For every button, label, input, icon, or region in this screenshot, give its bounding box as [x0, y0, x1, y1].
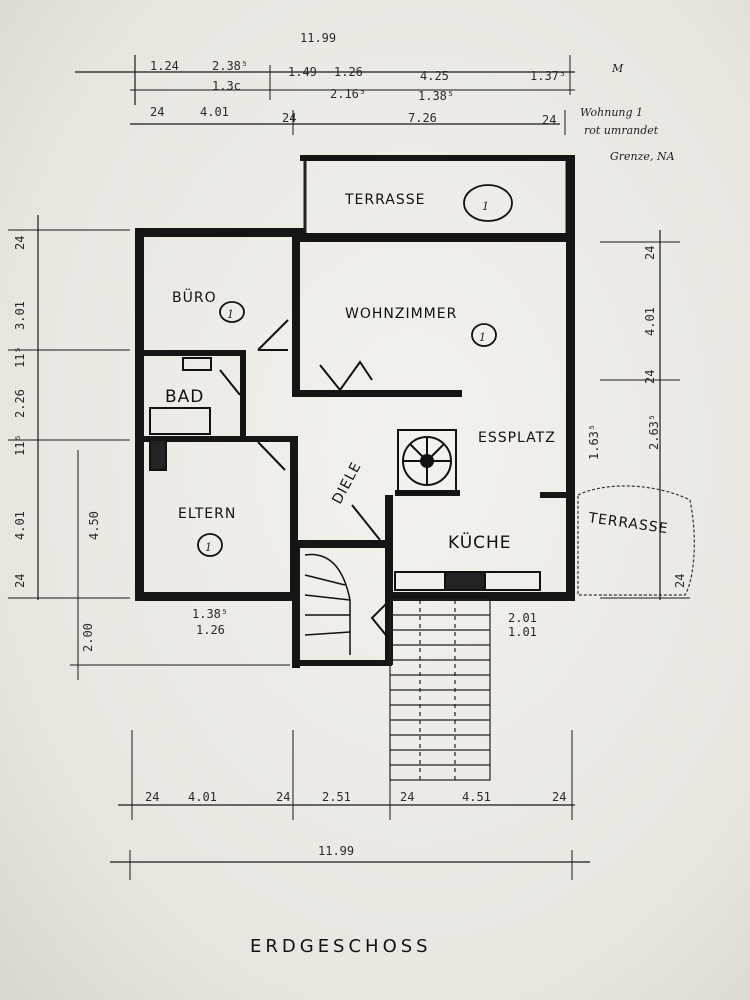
terrace-label: TERRASSE: [344, 192, 425, 208]
note-line-2: rot umrandet: [584, 124, 659, 137]
inner-dim-4: 1.01: [508, 625, 537, 639]
dim-bottom-overall: 11.99: [318, 844, 354, 858]
interior-stair: [304, 553, 351, 655]
dim-bottom-1: 24: [145, 790, 159, 804]
dim-top-r2-1: 24: [150, 105, 164, 119]
dim-left-5: 11⁵: [13, 434, 27, 456]
top-overall-dim: 11.99: [300, 31, 336, 45]
eltern-unit-marker: [197, 533, 223, 557]
doors-fixtures: [149, 319, 541, 643]
buero-unit-marker: [219, 301, 245, 323]
inner-dimensions: 1.38⁵ 1.26 2.01 1.01: [192, 607, 537, 639]
dim-bottom-7: 24: [552, 790, 566, 804]
inner-dim-3: 2.01: [508, 611, 537, 625]
corner-signature: M: [611, 62, 624, 75]
dim-left-4: 2.26: [13, 389, 27, 418]
right-dimensions: 24 4.01 24 2.63⁵ 1.63⁵ 24: [587, 230, 690, 600]
buero-unit-number: 1: [227, 308, 234, 321]
bad-label: BAD: [165, 387, 204, 407]
dim-right-2: 4.01: [643, 307, 657, 336]
diele-label: DIELE: [329, 459, 364, 507]
dim-bottom-5: 24: [400, 790, 414, 804]
eltern-label: ELTERN: [178, 506, 236, 522]
wohnzimmer-unit-number: 1: [479, 331, 486, 344]
dim-top-sub-3: 1.38⁵: [418, 89, 454, 103]
walls: [135, 155, 575, 668]
terrace-unit-marker: [463, 184, 513, 222]
wohnzimmer-label: WOHNZIMMER: [345, 306, 457, 322]
dim-top-6: 1.37⁵: [530, 69, 566, 83]
dim-left-outer-1: 4.50: [87, 511, 101, 540]
essplatz-label: ESSPLATZ: [478, 430, 556, 446]
dim-top-3: 1.49: [288, 65, 317, 79]
buero-label: BÜRO: [172, 288, 217, 306]
dim-top-r2-2: 4.01: [200, 105, 229, 119]
buero-door: [257, 319, 289, 351]
dim-top-r2-4: 7.26: [408, 111, 437, 125]
inner-dim-1: 1.38⁵: [192, 607, 228, 621]
washbasin-icon: [182, 357, 212, 371]
dim-bottom-6: 4.51: [462, 790, 491, 804]
note-line-1: Wohnung 1: [580, 106, 643, 119]
bad-door: [219, 369, 241, 396]
dim-bottom-4: 2.51: [322, 790, 351, 804]
spiral-stair: [397, 429, 457, 493]
dim-right-1: 24: [643, 246, 657, 260]
dim-top-r2-5: 24: [542, 113, 556, 127]
top-dimensions: 11.99 1.24 2.38⁵ 1.49 1.26 4.25 1.37⁵ 1.…: [75, 31, 575, 135]
dim-top-sub-2: 2.16⁵: [330, 87, 366, 101]
dim-left-7: 24: [13, 574, 27, 588]
note-line-3: Grenze, NA: [610, 150, 675, 163]
dim-left-3: 11⁵: [13, 346, 27, 368]
exterior-stair: [389, 599, 491, 781]
dim-top-5: 4.25: [420, 69, 449, 83]
dim-right-3: 24: [643, 370, 657, 384]
dim-right-5: 1.63⁵: [587, 424, 601, 460]
dim-left-6: 4.01: [13, 511, 27, 540]
top-terrace: TERRASSE 1: [300, 155, 572, 240]
dim-right-6: 24: [673, 574, 687, 588]
kueche-label: KÜCHE: [448, 531, 512, 553]
wohnzimmer-unit-marker: [471, 323, 497, 347]
dim-bottom-2: 4.01: [188, 790, 217, 804]
dim-left-2: 3.01: [13, 301, 27, 330]
wohnzimmer-door: [319, 360, 373, 392]
bottom-dimensions: 24 4.01 24 2.51 24 4.51 24 11.99: [110, 730, 590, 880]
stove-icon: [444, 571, 486, 591]
eltern-unit-number: 1: [205, 541, 212, 554]
wardrobe-icon: [149, 439, 167, 471]
dim-left-outer-2: 2.00: [81, 623, 95, 652]
dim-top-sub-1: 1.3c: [212, 79, 241, 93]
dim-bottom-3: 24: [276, 790, 290, 804]
dim-top-r2-3: 24: [282, 111, 296, 125]
side-terrace-label: TERRASSE: [586, 510, 669, 537]
dim-top-4: 1.26: [334, 65, 363, 79]
dim-top-1: 1.24: [150, 59, 179, 73]
dim-left-1: 24: [13, 236, 27, 250]
terrace-unit-number: 1: [482, 200, 489, 213]
left-dimensions: 24 3.01 11⁵ 2.26 11⁵ 4.01 24 4.50 2.00: [8, 215, 290, 680]
dim-top-2: 2.38⁵: [212, 59, 248, 73]
inner-dim-2: 1.26: [196, 623, 225, 637]
plan-title: ERDGESCHOSS: [250, 936, 432, 957]
diele-door: [351, 504, 381, 541]
handwritten-notes: M Wohnung 1 rot umrandet Grenze, NA: [580, 62, 675, 163]
bathtub-icon: [149, 407, 211, 435]
dim-right-4: 2.63⁵: [647, 414, 661, 450]
eltern-door: [257, 441, 286, 471]
